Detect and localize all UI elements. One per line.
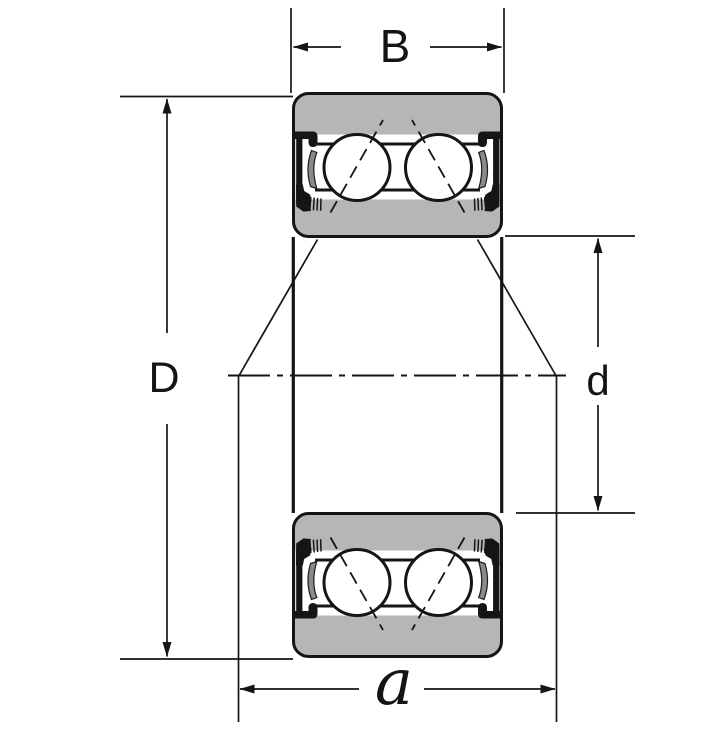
label-center-distance-a: a	[375, 646, 413, 720]
pressure-line-left	[237, 239, 319, 377]
label-width-B: B	[380, 20, 411, 72]
pressure-line-right	[476, 239, 558, 377]
bearing-section-bottom	[294, 514, 503, 657]
label-outer-diameter-D: D	[148, 354, 179, 402]
bearing-section-top	[294, 94, 503, 237]
dimension-lines	[162, 42, 603, 694]
extension-lines	[120, 8, 635, 722]
label-bore-diameter-d: d	[586, 357, 609, 404]
